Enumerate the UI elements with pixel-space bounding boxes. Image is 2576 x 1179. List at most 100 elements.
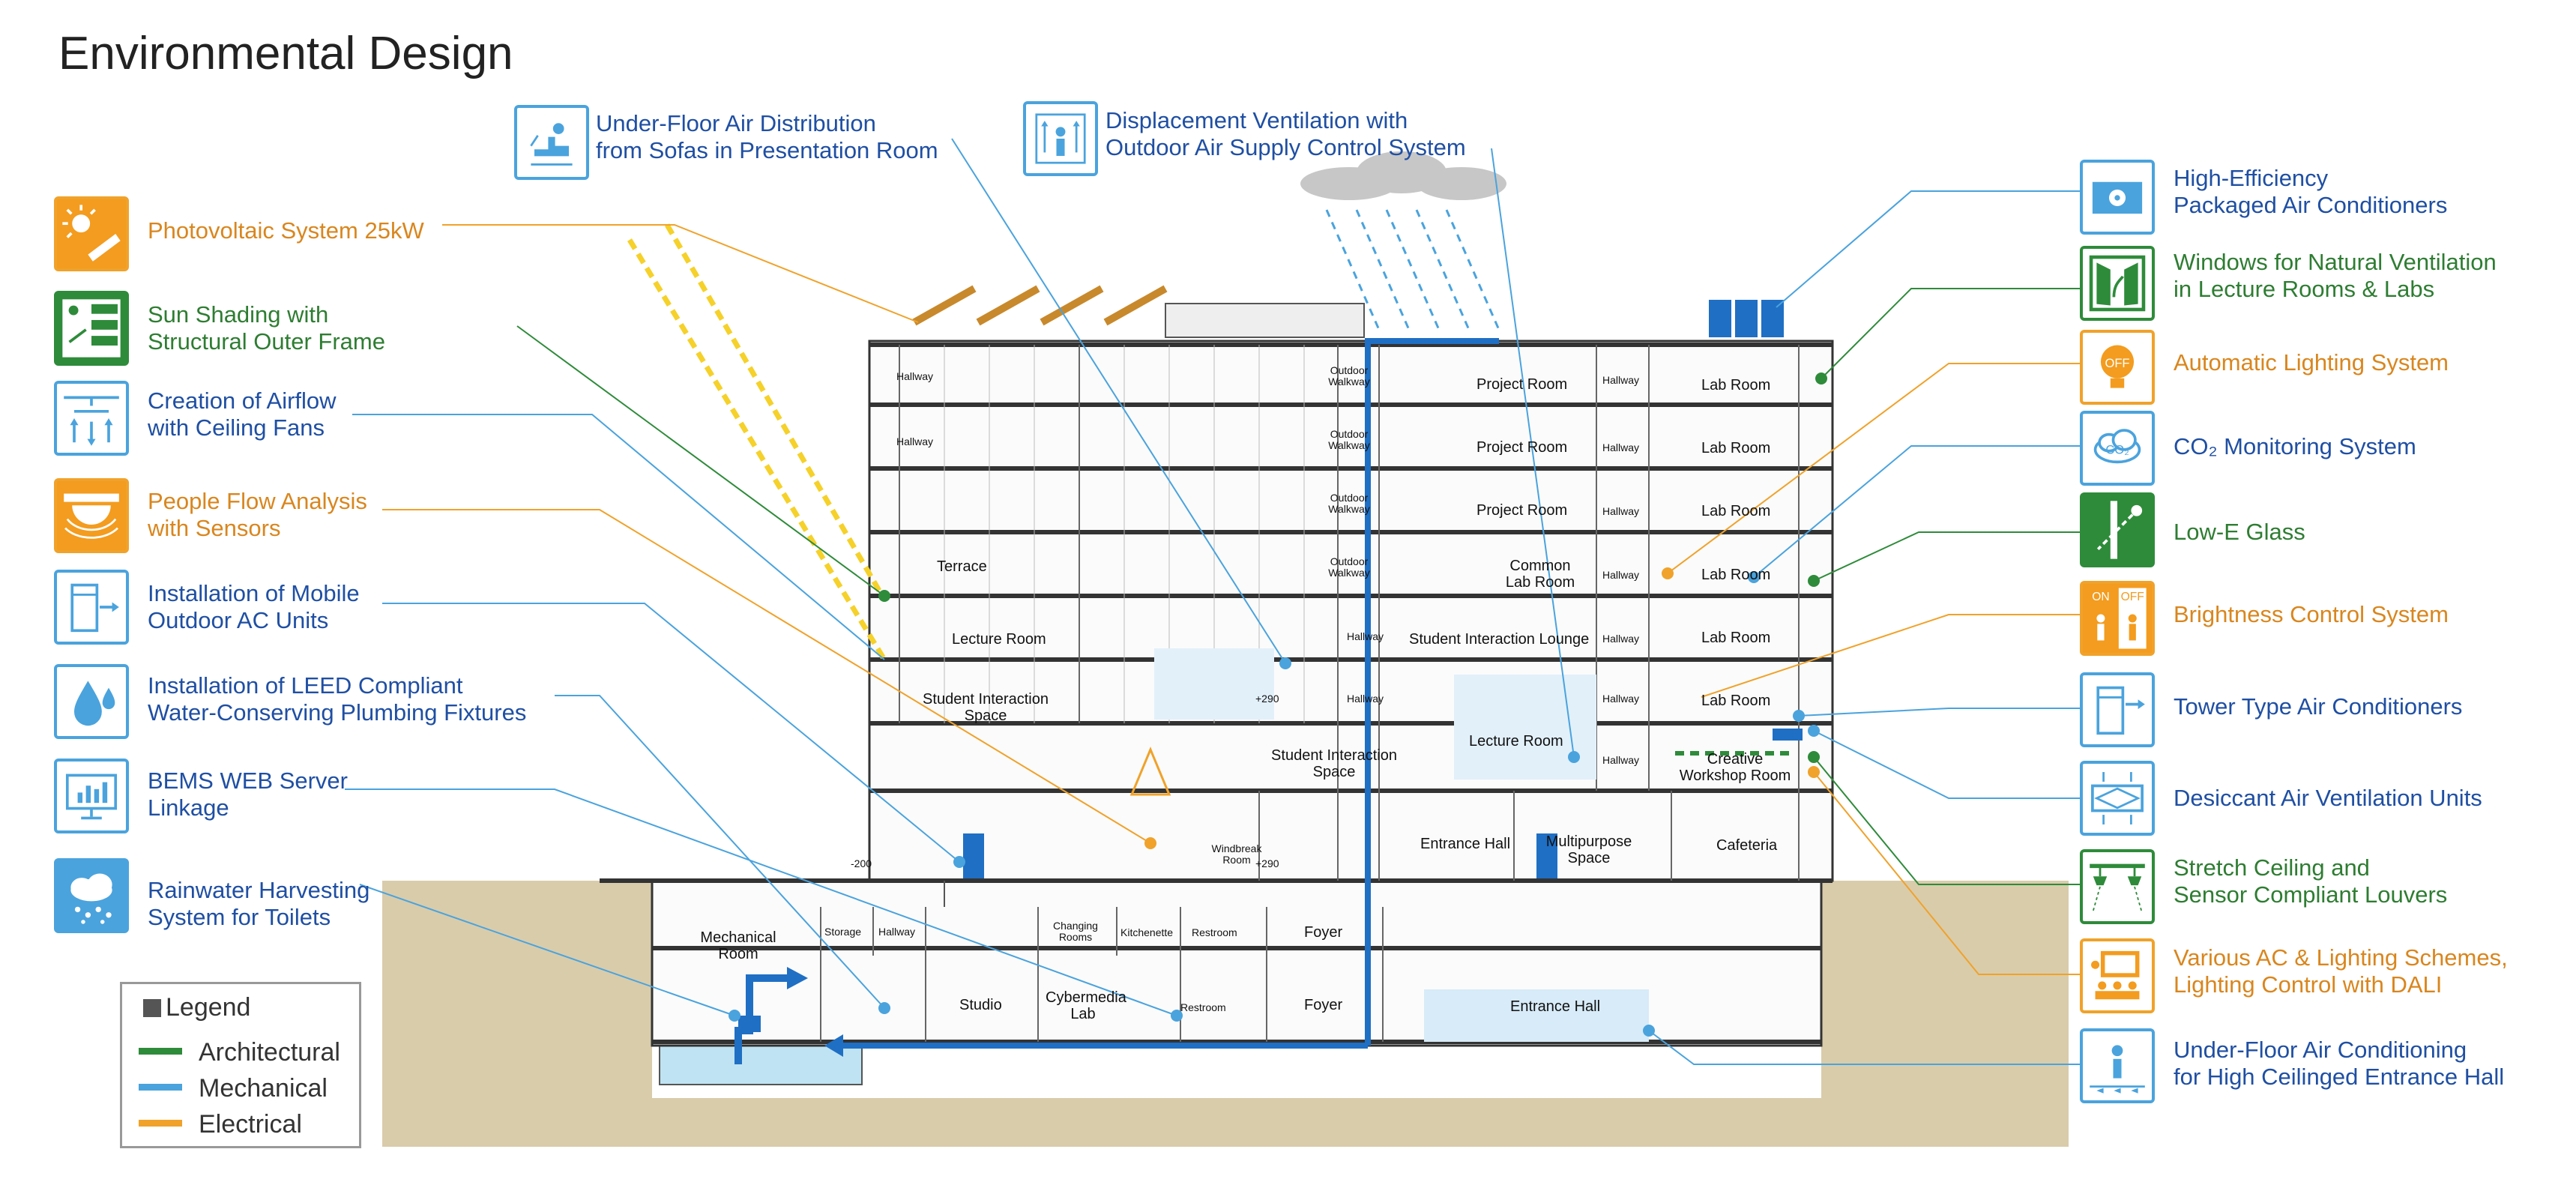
feature-underfloor-hall-label-2: for High Ceilinged Entrance Hall	[2174, 1064, 2505, 1090]
room-hallway-east-4f: Hallway	[1602, 505, 1640, 517]
room-hallway-east-gf: Hallway	[1602, 754, 1640, 766]
cloud-shape	[1300, 151, 1506, 200]
legend-item-architectural: Architectural	[139, 1038, 340, 1067]
room-multipurpose-space: Multipurpose Space	[1545, 833, 1632, 866]
room-lecture-room-west: Lecture Room	[952, 631, 1046, 648]
room-hallway-east-6f: Hallway	[1602, 374, 1640, 386]
room-outdoor-walkway-5f: Outdoor Walkway	[1328, 428, 1370, 451]
room-outdoor-walkway-3f: Outdoor Walkway	[1328, 555, 1370, 579]
underfloor-sofa-icon	[514, 105, 589, 180]
room-storage: Storage	[824, 926, 862, 938]
legend-label-architectural: Architectural	[199, 1038, 340, 1067]
feature-packaged-ac-label-2: Packaged Air Conditioners	[2174, 192, 2448, 218]
room-lab-2f: Lab Room	[1701, 630, 1771, 646]
packaged-ac-icon	[2080, 160, 2155, 235]
feature-displacement-label-2: Outdoor Air Supply Control System	[1105, 134, 1466, 160]
feature-desiccant-label: Desiccant Air Ventilation Units	[2174, 785, 2482, 811]
sun-shading-icon	[54, 291, 129, 366]
feature-airflow-label-2: with Ceiling Fans	[148, 414, 325, 441]
room-creative-workshop: Creative Workshop Room	[1679, 751, 1791, 784]
room-mechanical: Mechanical Room	[700, 929, 776, 962]
room-restroom-lower: Restroom	[1180, 1001, 1226, 1013]
legend-title: Legend	[143, 993, 250, 1022]
feature-people-flow-label-2: with Sensors	[148, 515, 281, 541]
feature-displacement-label-1: Displacement Ventilation with	[1105, 107, 1408, 133]
rooftop-mech-unit	[1165, 303, 1365, 338]
feature-sun-shading-label-1: Sun Shading with	[148, 301, 329, 328]
room-hallway-5f: Hallway	[896, 435, 934, 447]
room-lab-5f: Lab Room	[1701, 440, 1771, 456]
feature-underfloor-hall-label-1: Under-Floor Air Conditioning	[2174, 1037, 2467, 1063]
feature-mobile-ac-label-1: Installation of Mobile	[148, 580, 360, 606]
feature-leed-plumbing-label-2: Water-Conserving Plumbing Fixtures	[148, 699, 527, 726]
open-window-icon	[2080, 246, 2155, 321]
legend-title-text: Legend	[166, 993, 251, 1022]
room-hallway-b1: Hallway	[878, 926, 916, 938]
feature-stretch-ceiling-label-2: Sensor Compliant Louvers	[2174, 881, 2448, 908]
room-outdoor-walkway-4f: Outdoor Walkway	[1328, 492, 1370, 515]
room-lecture-room-east: Lecture Room	[1469, 733, 1563, 750]
dim-plus-290-upper: +290	[1255, 693, 1279, 705]
room-lab-4f: Lab Room	[1701, 503, 1771, 519]
room-restroom-upper: Restroom	[1192, 926, 1237, 938]
feature-tower-ac-label: Tower Type Air Conditioners	[2174, 693, 2463, 720]
room-hallway-east-2f: Hallway	[1602, 633, 1640, 645]
legend-item-electrical: Electrical	[139, 1110, 302, 1139]
rain-cloud-icon	[54, 858, 129, 933]
feature-photovoltaic-label: Photovoltaic System 25kW	[148, 217, 424, 244]
feature-auto-lighting-label: Automatic Lighting System	[2174, 349, 2449, 376]
feature-underfloor-sofa-label-2: from Sofas in Presentation Room	[596, 137, 938, 163]
displacement-ventilation-icon	[1023, 101, 1098, 176]
feature-co2-label: CO₂ Monitoring System	[2174, 433, 2416, 459]
co2-badge: CO₂	[2105, 442, 2129, 456]
room-entrance-hall-b1: Entrance Hall	[1510, 998, 1601, 1015]
room-terrace: Terrace	[937, 558, 987, 575]
presentation-icon	[2080, 938, 2155, 1013]
feature-rainwater-label-2: System for Toilets	[148, 904, 331, 930]
feature-ac-lighting-label-2: Lighting Control with DALI	[2174, 971, 2443, 998]
solar-panel-icon	[54, 196, 129, 271]
water-drops-icon	[54, 664, 129, 739]
room-lab-6f: Lab Room	[1701, 377, 1771, 393]
room-project-room-5f: Project Room	[1476, 439, 1568, 456]
tower-ac-icon	[2080, 672, 2155, 747]
feature-mobile-ac-label-2: Outdoor AC Units	[148, 607, 329, 633]
room-hallway-east-3f: Hallway	[1602, 569, 1640, 581]
feature-bems-label-2: Linkage	[148, 794, 229, 821]
room-hallway-center-1f: Hallway	[1347, 693, 1384, 705]
room-kitchenette: Kitchenette	[1120, 926, 1174, 938]
room-cafeteria: Cafeteria	[1716, 837, 1778, 854]
feature-low-e-label: Low-E Glass	[2174, 519, 2305, 545]
feature-bems-label-1: BEMS WEB Server	[148, 768, 348, 794]
legend-item-mechanical: Mechanical	[139, 1074, 328, 1103]
feature-packaged-ac-label-1: High-Efficiency	[2174, 165, 2329, 191]
room-student-interaction-lounge: Student Interaction Lounge	[1409, 631, 1590, 648]
room-windbreak: Windbreak Room	[1211, 842, 1262, 866]
feature-sun-shading-label-2: Structural Outer Frame	[148, 328, 385, 355]
sensor-icon	[54, 478, 129, 553]
room-common-lab-room: Common Lab Room	[1505, 558, 1575, 591]
room-entrance-hall-gf: Entrance Hall	[1420, 836, 1511, 852]
room-project-room-4f: Project Room	[1476, 502, 1568, 519]
dim-minus-200: -200	[851, 857, 872, 869]
room-foyer-upper: Foyer	[1304, 924, 1343, 941]
room-lab-1f: Lab Room	[1701, 693, 1771, 709]
feature-stretch-ceiling-label-1: Stretch Ceiling and	[2174, 854, 2370, 881]
feature-brightness-label: Brightness Control System	[2174, 601, 2449, 627]
legend-box: Legend Architectural Mechanical Electric…	[120, 982, 361, 1148]
off-badge: OFF	[2121, 591, 2144, 603]
room-changing-rooms: Changing Rooms	[1053, 920, 1098, 943]
legend-label-mechanical: Mechanical	[199, 1074, 328, 1103]
ceiling-fan-icon	[54, 381, 129, 456]
room-hallway-east-5f: Hallway	[1602, 441, 1640, 453]
room-outdoor-walkway-6f: Outdoor Walkway	[1328, 364, 1370, 388]
room-hallway-center-2f: Hallway	[1347, 630, 1384, 642]
room-student-interaction-space-upper: Student Interaction Space	[923, 691, 1049, 724]
room-project-room-6f: Project Room	[1476, 376, 1568, 393]
legend-label-electrical: Electrical	[199, 1110, 302, 1139]
room-studio: Studio	[959, 997, 1002, 1013]
monitor-chart-icon	[54, 759, 129, 833]
room-hallway-6f: Hallway	[896, 370, 934, 382]
